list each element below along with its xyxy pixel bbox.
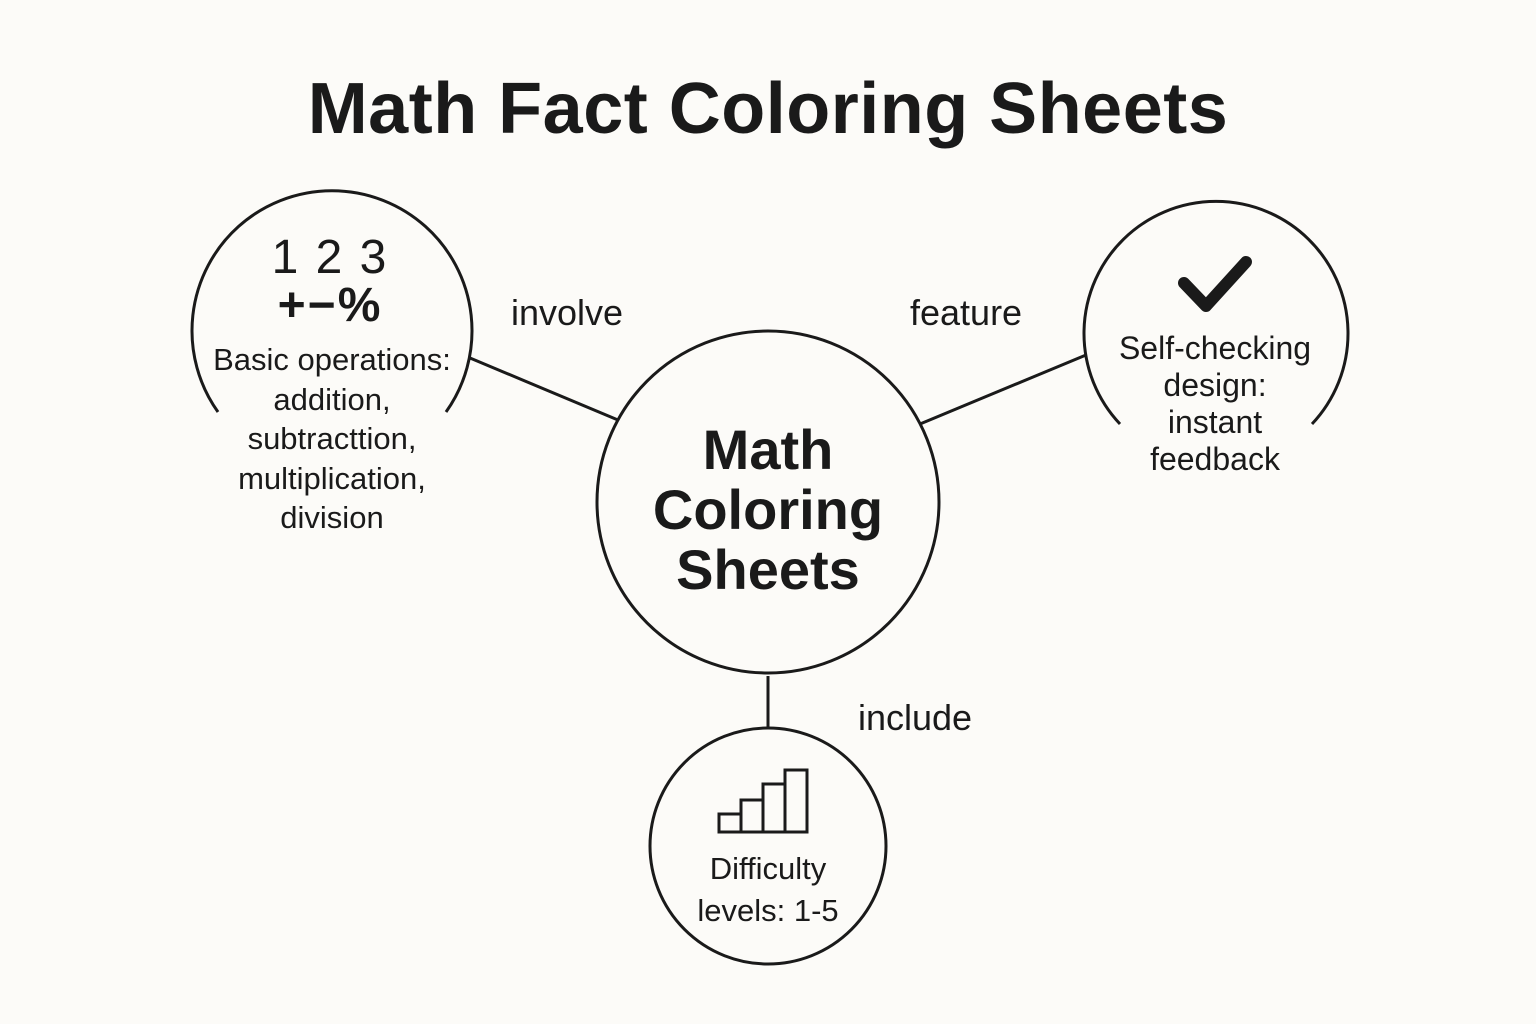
connector-feature (919, 353, 1087, 426)
self-checking-label-line: feedback (1150, 441, 1280, 477)
operations-label-line: Basic operations: (213, 342, 451, 377)
difficulty-node-label: Difficulty levels: 1-5 (650, 848, 886, 932)
center-label-line: Sheets (676, 538, 860, 601)
center-node-label: Math Coloring Sheets (598, 420, 938, 600)
self-checking-label-line: instant (1167, 404, 1263, 440)
difficulty-label-line: levels: 1-5 (697, 893, 839, 928)
center-node-circle (595, 329, 941, 675)
self-checking-node-arc (1082, 199, 1350, 426)
operations-node-label: Basic operations: addition, subtracttion… (182, 340, 482, 538)
self-checking-node-label: Self-checking design: instant feedback (1085, 330, 1345, 478)
center-label-line: Math (702, 418, 834, 481)
self-checking-label-line: design: (1163, 367, 1267, 403)
edge-label-feature: feature (910, 292, 1023, 333)
operations-label-line: division (280, 500, 384, 535)
page-title: Math Fact Coloring Sheets (307, 69, 1229, 149)
difficulty-label-line: Difficulty (709, 851, 827, 886)
self-checking-label-line: Self-checking (1118, 330, 1312, 366)
operations-label-line: addition, (273, 381, 391, 417)
edge-label-involve: involve (511, 292, 624, 333)
operators-icon: +−% (277, 279, 383, 332)
difficulty-node-circle (648, 726, 888, 966)
operations-label-line: subtracttion, (247, 421, 417, 456)
numbers-icon: 1 2 3 (271, 231, 389, 284)
edge-label-include: include (858, 697, 973, 738)
operations-node-arc (190, 189, 474, 413)
center-label-line: Coloring (652, 478, 884, 541)
connector-involve (469, 356, 619, 422)
checkmark-icon (1178, 256, 1252, 312)
bar-levels-icon (717, 768, 809, 834)
operations-label-line: multiplication, (238, 460, 426, 496)
